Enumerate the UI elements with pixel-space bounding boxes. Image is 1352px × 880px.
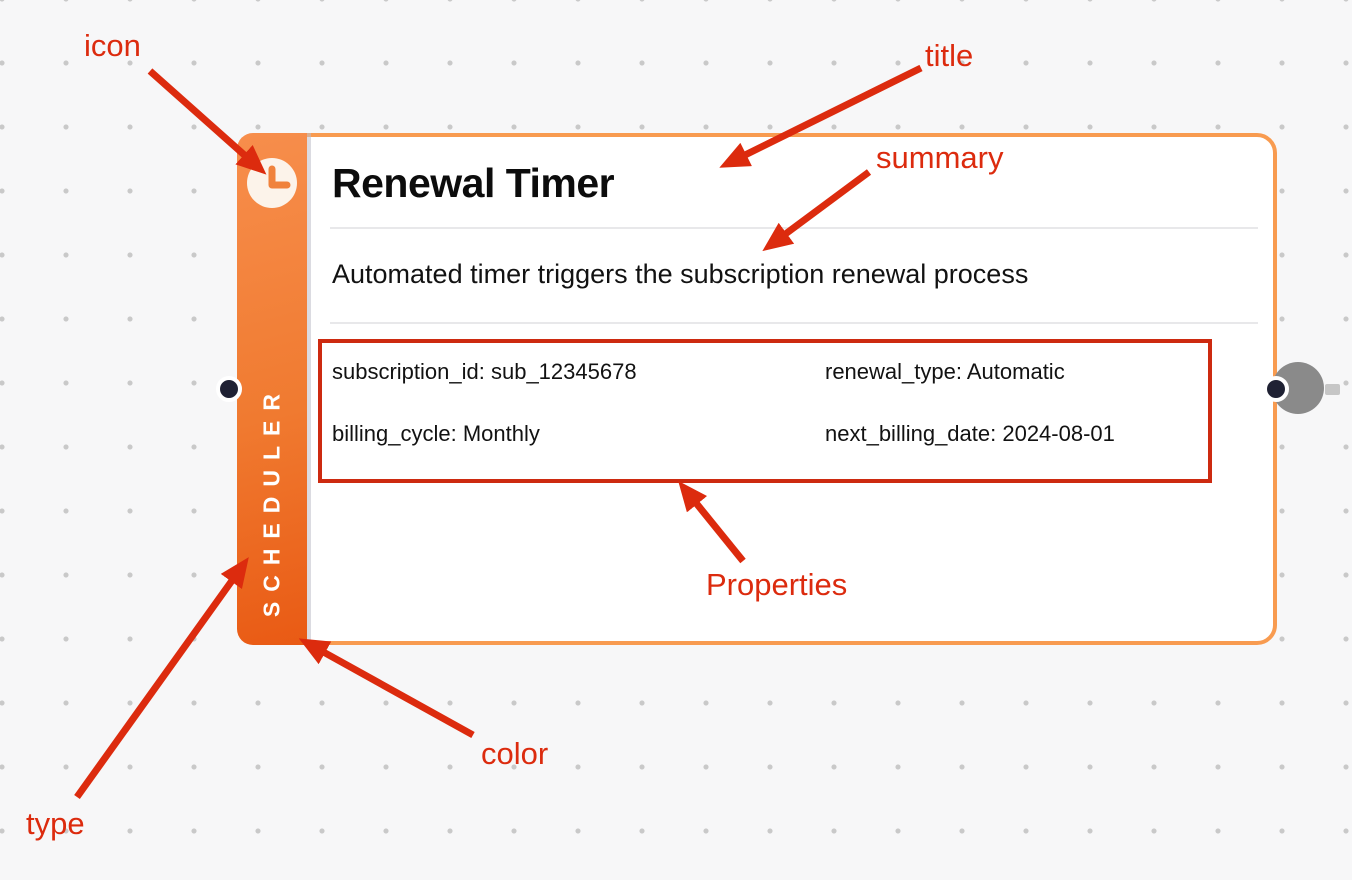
annotation-label-properties: Properties xyxy=(706,567,848,602)
property-renewal-type: renewal_type: Automatic xyxy=(825,359,1065,384)
arrow-type xyxy=(74,557,249,800)
property-subscription-id: subscription_id: sub_12345678 xyxy=(332,359,637,384)
annotation-label-type: type xyxy=(26,806,85,841)
title-divider xyxy=(330,227,1258,229)
node-title: Renewal Timer xyxy=(332,160,615,206)
annotation-label-summary: summary xyxy=(876,140,1004,175)
property-next-billing-date: next_billing_date: 2024-08-01 xyxy=(825,421,1115,446)
output-port[interactable] xyxy=(1263,376,1289,402)
annotation-label-color: color xyxy=(481,736,549,771)
input-port[interactable] xyxy=(216,376,242,402)
annotation-label-icon: icon xyxy=(84,28,141,63)
node-type-label: SCHEDULER xyxy=(258,383,285,617)
properties-box: subscription_id: sub_12345678 renewal_ty… xyxy=(318,339,1212,483)
node-type-sidebar: SCHEDULER xyxy=(237,133,307,645)
output-handle-bar[interactable] xyxy=(1325,384,1340,395)
clock-icon xyxy=(247,158,297,208)
arrow-color xyxy=(298,638,475,739)
property-billing-cycle: billing_cycle: Monthly xyxy=(332,421,540,446)
node-summary: Automated timer triggers the subscriptio… xyxy=(332,259,1029,289)
annotation-label-title: title xyxy=(925,38,974,73)
arrow-icon xyxy=(147,68,267,175)
summary-divider xyxy=(330,322,1258,324)
